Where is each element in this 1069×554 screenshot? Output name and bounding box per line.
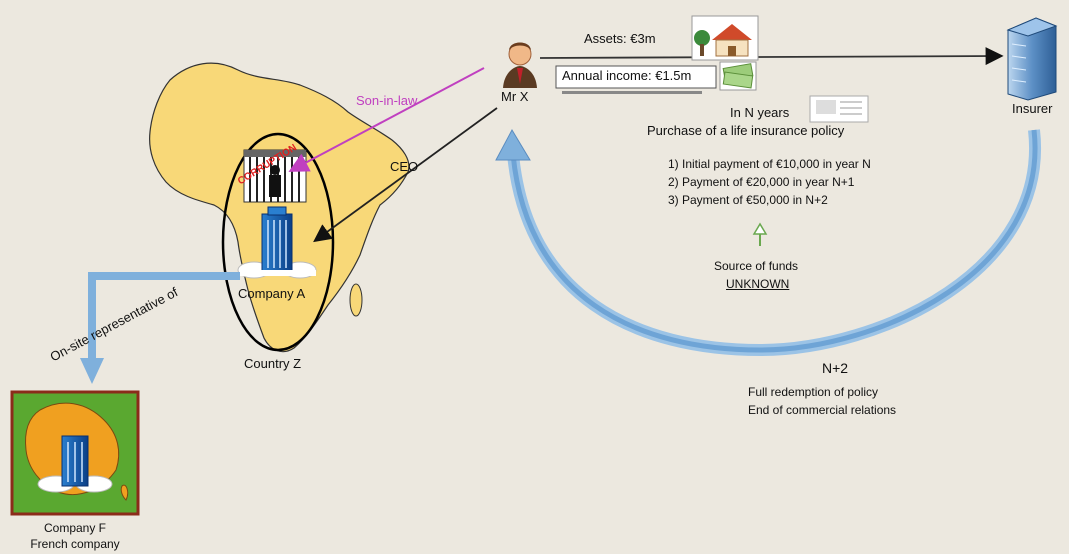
policy-title-label: Purchase of a life insurance policy: [647, 123, 845, 138]
company-a-label: Company A: [238, 286, 306, 301]
outcome-year-label: N+2: [822, 360, 849, 376]
money-icon: [719, 61, 757, 91]
income-box: [555, 65, 717, 89]
son-in-law-label: Son-in-law: [356, 93, 418, 108]
company-f-label: Company F: [43, 521, 107, 535]
insurer-building-icon: [1006, 17, 1058, 101]
madagascar-island: [349, 283, 363, 317]
ceo-label: CEO: [390, 159, 419, 174]
ceo-arrow: [313, 107, 498, 243]
income-label: Annual income: €1.5m: [562, 68, 692, 83]
insurer-label: Insurer: [1012, 101, 1053, 116]
redemption-arc-inner: [509, 129, 1038, 353]
france-map-card: [10, 390, 140, 516]
outcome-line-1: Full redemption of policy: [748, 385, 879, 399]
mr-x-person-icon: [503, 42, 537, 88]
on-site-representative-arrowhead: [80, 358, 104, 384]
house-icon: [691, 15, 759, 61]
company-a-building-icon: [237, 206, 317, 279]
country-z-ellipse: [221, 132, 335, 352]
assets-label: Assets: €3m: [584, 31, 656, 46]
source-of-funds-value: UNKNOWN: [726, 277, 790, 291]
source-of-funds-label: Source of funds: [714, 259, 799, 273]
country-z-label: Country Z: [244, 356, 302, 371]
redemption-arrowhead: [495, 128, 531, 161]
payment-line-1: 1) Initial payment of €10,000 in year N: [668, 157, 871, 171]
payment-line-3: 3) Payment of €50,000 in N+2: [668, 193, 828, 207]
outcome-line-2: End of commercial relations: [748, 403, 897, 417]
son-in-law-arrow: [288, 67, 485, 172]
payment-line-2: 2) Payment of €20,000 in year N+1: [668, 175, 855, 189]
on-site-representative-arrow: [88, 272, 240, 360]
mr-x-to-insurer-arrow: [539, 47, 1004, 66]
jail-icon: [243, 149, 307, 203]
french-company-label: French company: [30, 537, 120, 551]
scribble-line: [562, 91, 702, 94]
source-of-funds-arrow: [752, 222, 768, 246]
mr-x-label: Mr X: [501, 89, 529, 104]
insurance-document-icon: [809, 95, 869, 123]
policy-when-label: In N years: [730, 105, 790, 120]
